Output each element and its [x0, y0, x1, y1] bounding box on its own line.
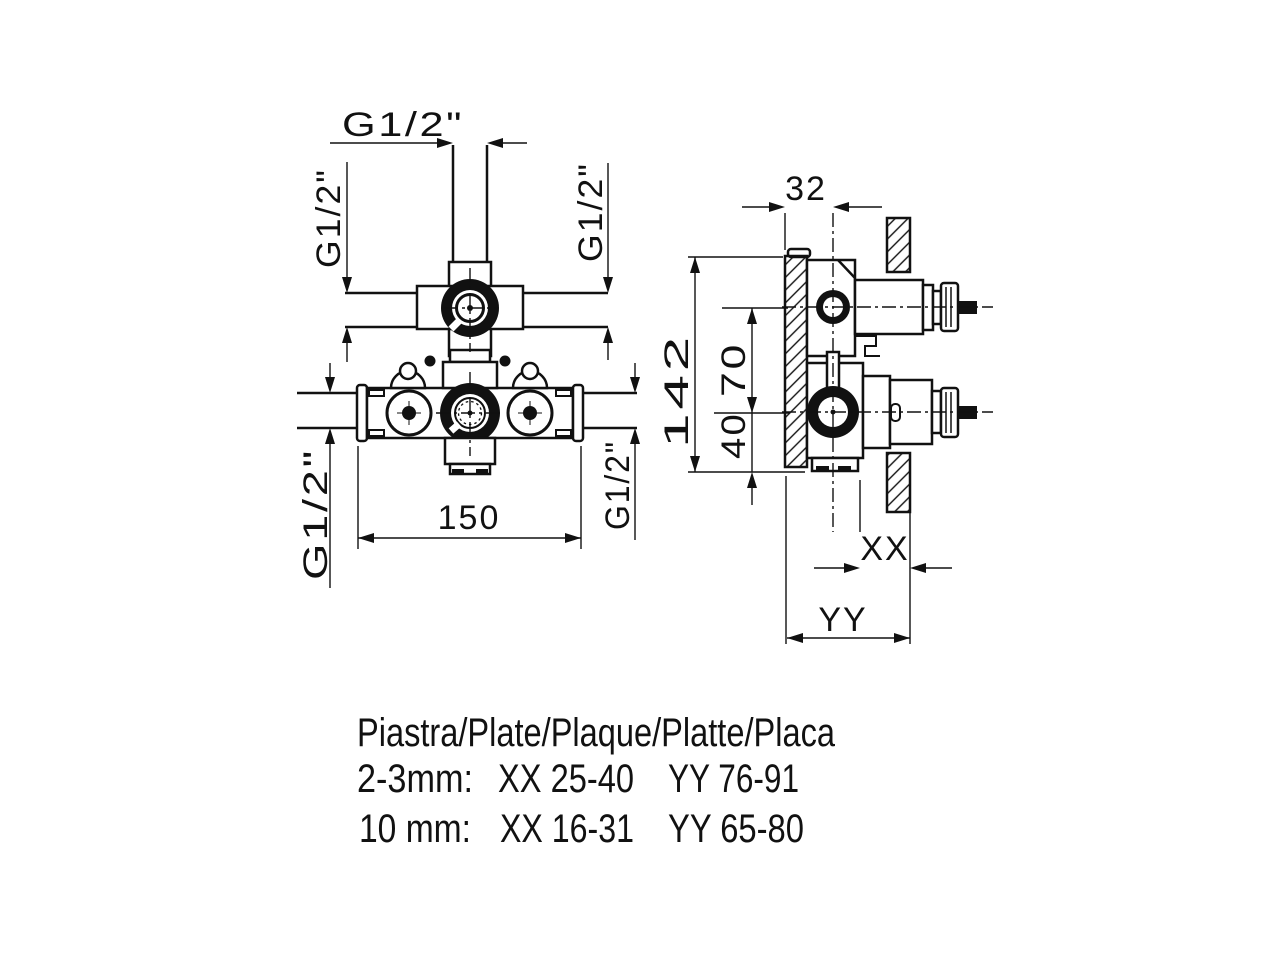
front-main-body	[297, 348, 637, 476]
dim-yy-label: YY	[818, 601, 867, 639]
notes-row2-thickness: 10 mm:	[359, 807, 471, 851]
dim-wall-to-center-label: 32	[785, 170, 827, 208]
front-centerlines	[436, 268, 504, 456]
front-top-pipe	[451, 145, 489, 262]
dim-lower-left-port-label: G1/2"	[297, 448, 335, 580]
side-mounting-plate	[783, 247, 812, 469]
front-upper-valve	[345, 260, 608, 358]
dim-plate-height-label: 142	[658, 333, 696, 448]
dim-xx-label: XX	[860, 530, 909, 568]
front-dimensions	[325, 138, 640, 588]
front-dimension-labels: G1/2" G1/2" G1/2" G1/2" G1/2" 150	[297, 106, 637, 580]
notes-row2-xx: XX 16-31	[500, 807, 634, 851]
front-valve-crosshairs	[397, 401, 542, 425]
notes-row1-yy: YY 76-91	[668, 757, 799, 801]
dim-lower-right-port-label: G1/2"	[599, 440, 637, 530]
side-dimensions	[688, 202, 952, 644]
side-centerlines	[782, 213, 993, 532]
dim-body-width-label: 150	[438, 499, 501, 537]
plate-notes: Piastra/Plate/Plaque/Platte/Placa 2-3mm:…	[357, 711, 836, 851]
dim-port-spacing-label: 70	[715, 342, 753, 397]
notes-title: Piastra/Plate/Plaque/Platte/Placa	[357, 711, 836, 755]
notes-row2-yy: YY 65-80	[668, 807, 804, 851]
side-valve-body	[805, 258, 977, 473]
notes-row1-xx: XX 25-40	[498, 757, 634, 801]
dim-upper-right-port-label: G1/2"	[572, 162, 610, 262]
wall-section-upper	[885, 216, 912, 274]
side-view: 32 142 70 40 XX YY	[658, 170, 993, 644]
dim-upper-left-port-label: G1/2"	[310, 168, 348, 268]
dim-bottom-offset-label: 40	[715, 412, 753, 459]
wall-section-lower	[885, 451, 912, 514]
dim-top-port-label: G1/2"	[342, 106, 464, 144]
front-view: G1/2" G1/2" G1/2" G1/2" G1/2" 150	[297, 106, 640, 588]
notes-row1-thickness: 2-3mm:	[357, 757, 473, 801]
side-dimension-labels: 32 142 70 40 XX YY	[658, 170, 909, 639]
